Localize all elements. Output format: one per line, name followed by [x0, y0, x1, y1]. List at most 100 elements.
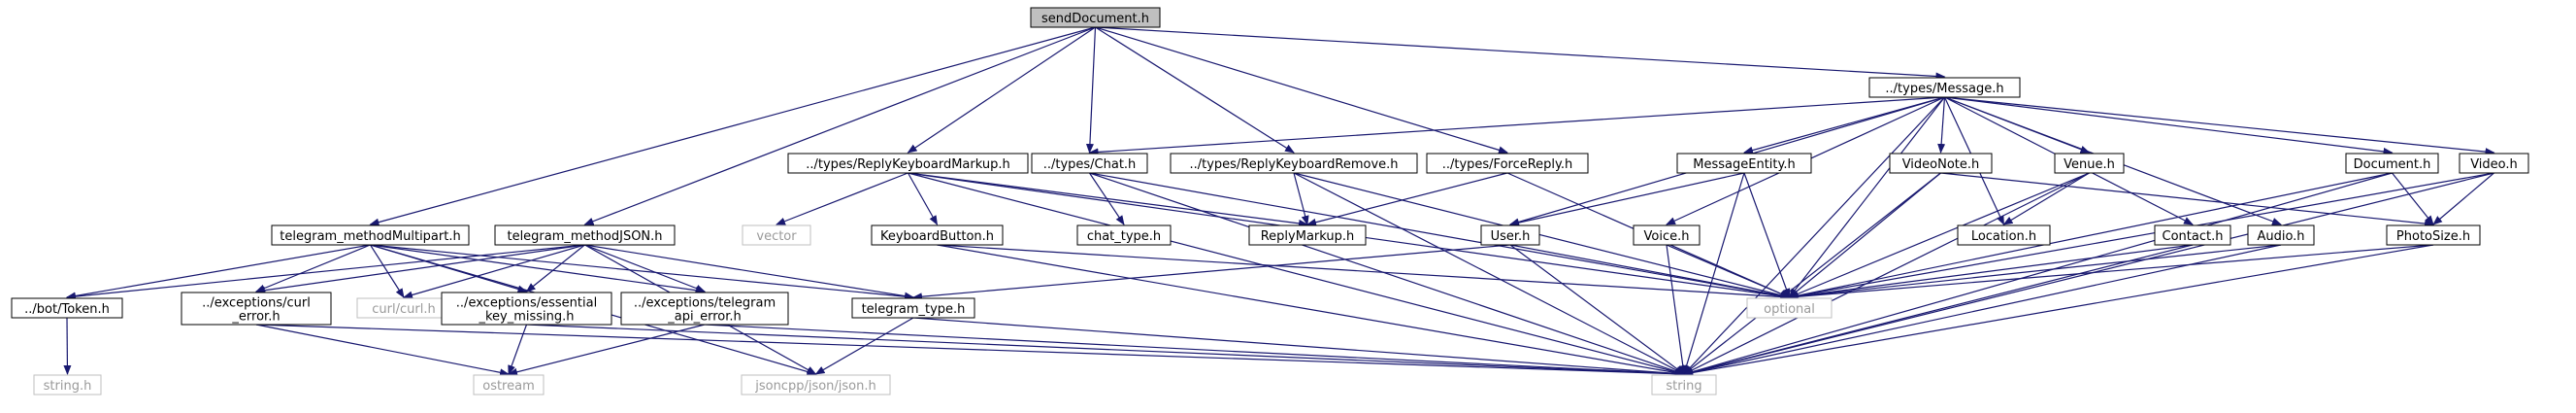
- node-box: [1633, 224, 1701, 246]
- edge-tmm-to-tapi: [370, 244, 706, 294]
- node-label: Voice.h: [1644, 229, 1690, 244]
- edge-chat-to-optional: [1089, 172, 1791, 300]
- node-label: ostream: [482, 379, 535, 394]
- edge-doc-to-string: [1683, 172, 2393, 376]
- node-tapi[interactable]: ../exceptions/telegram_api_error.h: [620, 292, 789, 326]
- node-tt[interactable]: telegram_type.h: [851, 297, 975, 319]
- node-doc[interactable]: Document.h: [2345, 153, 2439, 174]
- node-user[interactable]: User.h: [1480, 224, 1540, 246]
- node-ct[interactable]: chat_type.h: [1076, 224, 1172, 246]
- edge-fr-to-rm: [1306, 172, 1508, 226]
- node-ekm[interactable]: ../exceptions/essential_key_missing.h: [441, 292, 612, 326]
- node-box: [473, 374, 545, 396]
- edge-rkm-to-kb: [907, 172, 939, 225]
- edge-user-to-optional: [1509, 244, 1791, 300]
- edge-tmm-to-token: [66, 244, 371, 300]
- edge-root-to-chat: [1085, 26, 1097, 154]
- node-vector: vector: [742, 224, 811, 246]
- node-box: [1426, 153, 1589, 174]
- node-contact[interactable]: Contact.h: [2154, 224, 2231, 246]
- node-tmm[interactable]: telegram_methodMultipart.h: [271, 224, 470, 246]
- node-box: [2386, 224, 2481, 246]
- node-label: chat_type.h: [1087, 229, 1161, 244]
- node-label: Contact.h: [2163, 229, 2224, 244]
- node-box: [1868, 77, 2021, 98]
- node-venue[interactable]: Venue.h: [2054, 153, 2125, 174]
- node-rkr[interactable]: ../types/ReplyKeyboardRemove.h: [1170, 153, 1418, 174]
- edge-root-to-fr: [1095, 26, 1508, 155]
- edge-video-to-optional: [1788, 172, 2494, 300]
- edge-root-to-rkr: [1095, 26, 1295, 154]
- node-rm[interactable]: ReplyMarkup.h: [1248, 224, 1367, 246]
- node-kb[interactable]: KeyboardButton.h: [871, 224, 1004, 246]
- node-voice[interactable]: Voice.h: [1633, 224, 1701, 246]
- node-box: [441, 292, 612, 326]
- edge-tmj-to-tapi: [584, 244, 706, 293]
- edge-rkr-to-rm: [1293, 172, 1309, 225]
- edge-doc-to-optional: [1788, 172, 2393, 300]
- edge-voice-to-optional: [1666, 244, 1791, 298]
- node-box: [1031, 153, 1148, 174]
- node-string: string: [1651, 374, 1717, 396]
- node-label: Location.h: [1971, 229, 2036, 244]
- edge-chat-to-string: [1089, 172, 1685, 375]
- edge-tmm-to-tt: [370, 244, 914, 301]
- edge-tt-to-string: [912, 317, 1685, 378]
- node-audio[interactable]: Audio.h: [2247, 224, 2315, 246]
- node-curlerr[interactable]: ../exceptions/curl_error.h: [181, 292, 332, 326]
- edge-venue-to-loc: [2002, 172, 2090, 225]
- node-rkm[interactable]: ../types/ReplyKeyboardMarkup.h: [787, 153, 1029, 174]
- node-label: ../exceptions/essential: [456, 296, 597, 311]
- edge-user-to-string: [1509, 244, 1685, 375]
- node-ostream: ostream: [473, 374, 545, 396]
- node-label: ../types/Message.h: [1885, 82, 2003, 96]
- node-box: [2054, 153, 2125, 174]
- edge-tmj-to-tt: [584, 244, 914, 300]
- edge-voice-to-string: [1666, 244, 1687, 375]
- node-fr[interactable]: ../types/ForceReply.h: [1426, 153, 1589, 174]
- node-root[interactable]: sendDocument.h: [1030, 7, 1161, 28]
- node-video[interactable]: Video.h: [2459, 153, 2529, 174]
- node-label: telegram_methodJSON.h: [507, 229, 662, 244]
- edge-message-to-video: [1944, 96, 2495, 156]
- node-box: [1248, 224, 1367, 246]
- node-chat[interactable]: ../types/Chat.h: [1031, 153, 1148, 174]
- node-box: [494, 224, 676, 246]
- node-loc[interactable]: Location.h: [1957, 224, 2051, 246]
- node-box: [1030, 7, 1161, 28]
- node-stringh: string.h: [33, 374, 102, 396]
- node-label: ../bot/Token.h: [24, 302, 110, 317]
- node-label: VideoNote.h: [1902, 157, 1980, 172]
- node-tmj[interactable]: telegram_methodJSON.h: [494, 224, 676, 246]
- edge-tmj-to-curlh: [403, 244, 585, 299]
- edge-tapi-to-string: [704, 324, 1685, 378]
- edge-ps-to-string: [1683, 244, 2434, 377]
- node-box: [1170, 153, 1418, 174]
- edge-message-to-chat: [1088, 96, 1945, 156]
- node-json: jsoncpp/json/json.h: [741, 374, 891, 396]
- node-label: Venue.h: [2064, 157, 2115, 172]
- edge-me-to-user: [1509, 172, 1745, 226]
- node-label: _error.h: [231, 310, 280, 325]
- node-label: ../exceptions/telegram: [634, 296, 776, 311]
- edge-message-to-vn: [1937, 96, 1946, 154]
- edge-vn-to-optional: [1788, 172, 1941, 298]
- edge-root-to-rkm: [907, 26, 1096, 154]
- node-message[interactable]: ../types/Message.h: [1868, 77, 2021, 98]
- edge-rkm-to-rm: [908, 172, 1308, 227]
- edge-me-to-string: [1682, 172, 1745, 375]
- node-label: vector: [756, 229, 797, 244]
- node-ps[interactable]: PhotoSize.h: [2386, 224, 2481, 246]
- edge-rkr-to-string: [1293, 172, 1685, 375]
- node-box: [271, 224, 470, 246]
- node-box: [2154, 224, 2231, 246]
- edge-rkm-to-string: [908, 172, 1685, 376]
- node-me[interactable]: MessageEntity.h: [1676, 153, 1812, 174]
- edge-tmj-to-ekm: [525, 244, 585, 293]
- node-token[interactable]: ../bot/Token.h: [11, 297, 123, 319]
- edge-ps-to-optional: [1788, 244, 2434, 301]
- node-box: [871, 224, 1004, 246]
- node-label: string: [1666, 379, 1701, 394]
- node-vn[interactable]: VideoNote.h: [1889, 153, 1993, 174]
- node-label: User.h: [1491, 229, 1531, 244]
